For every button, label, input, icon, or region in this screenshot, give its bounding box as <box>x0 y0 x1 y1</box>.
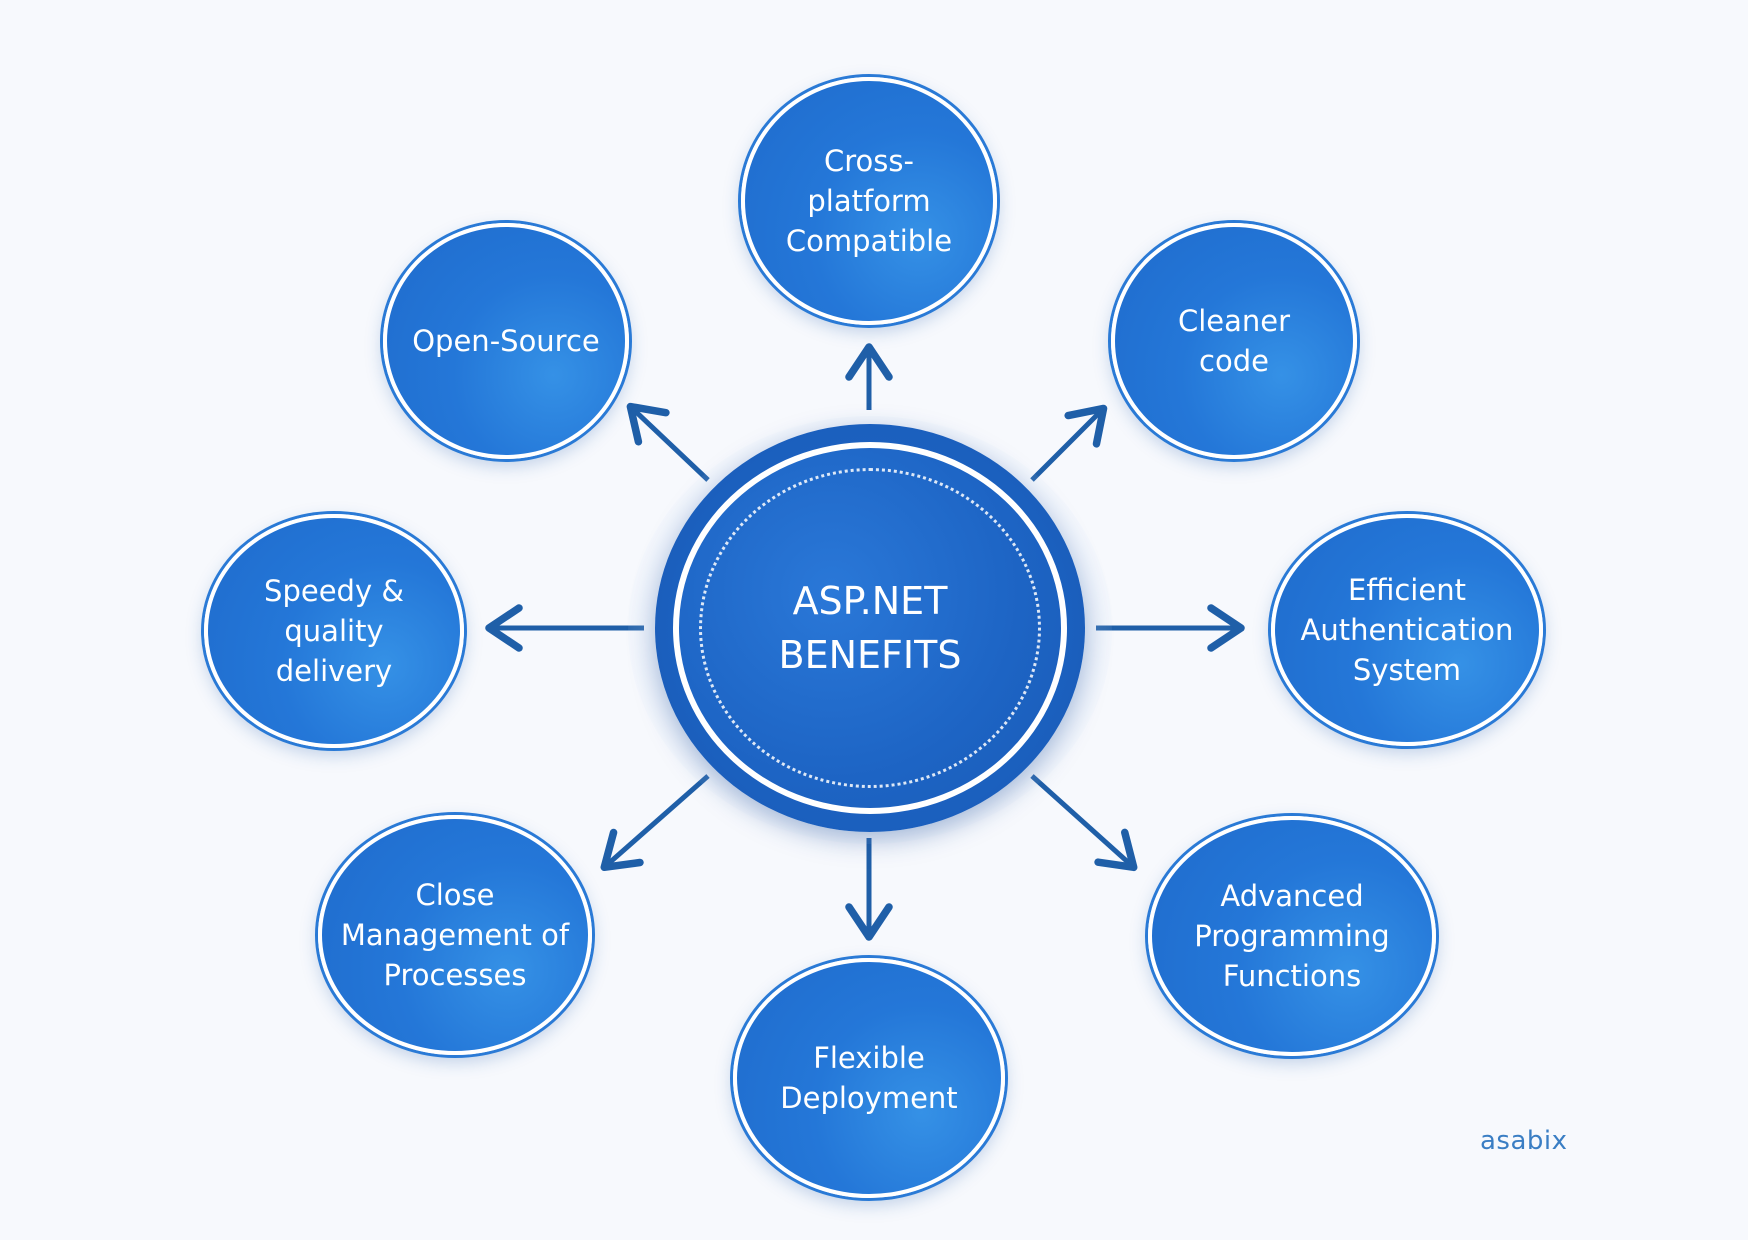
benefit-label: Speedy & quality delivery <box>264 574 404 688</box>
benefit-cross-platform: Cross- platform Compatible <box>741 77 997 325</box>
arrow-to-cleaner-code <box>1030 404 1108 482</box>
benefit-label: Open-Source <box>412 324 600 358</box>
benefit-cleaner-code: Cleaner code <box>1111 223 1357 459</box>
benefit-efficient-authentication: Efficient Authentication System <box>1271 514 1543 746</box>
benefit-label: Flexible Deployment <box>780 1041 958 1115</box>
benefit-label: Advanced Programming Functions <box>1194 879 1390 993</box>
brand-logo: asabix <box>1480 1126 1568 1156</box>
center-hub: ASP.NET BENEFITS <box>655 424 1085 832</box>
hub-dotted-ring: ASP.NET BENEFITS <box>699 468 1041 788</box>
benefit-close-management: Close Management of Processes <box>318 815 592 1055</box>
arrow-to-close-management <box>600 774 710 872</box>
benefit-label: Efficient Authentication System <box>1300 573 1514 687</box>
benefit-flexible-deployment: Flexible Deployment <box>733 958 1005 1198</box>
benefit-label: Cleaner code <box>1177 304 1291 378</box>
arrow-to-advanced-programming <box>1030 774 1138 872</box>
benefit-label: Cross- platform Compatible <box>785 144 953 258</box>
benefit-speedy-delivery: Speedy & quality delivery <box>204 514 464 748</box>
hub-title: ASP.NET BENEFITS <box>778 579 962 677</box>
hub-ring: ASP.NET BENEFITS <box>673 442 1067 814</box>
benefit-open-source: Open-Source <box>383 223 629 459</box>
arrow-to-open-source <box>626 402 710 482</box>
benefit-label: Close Management of Processes <box>340 878 570 992</box>
benefit-advanced-programming: Advanced Programming Functions <box>1148 816 1436 1056</box>
